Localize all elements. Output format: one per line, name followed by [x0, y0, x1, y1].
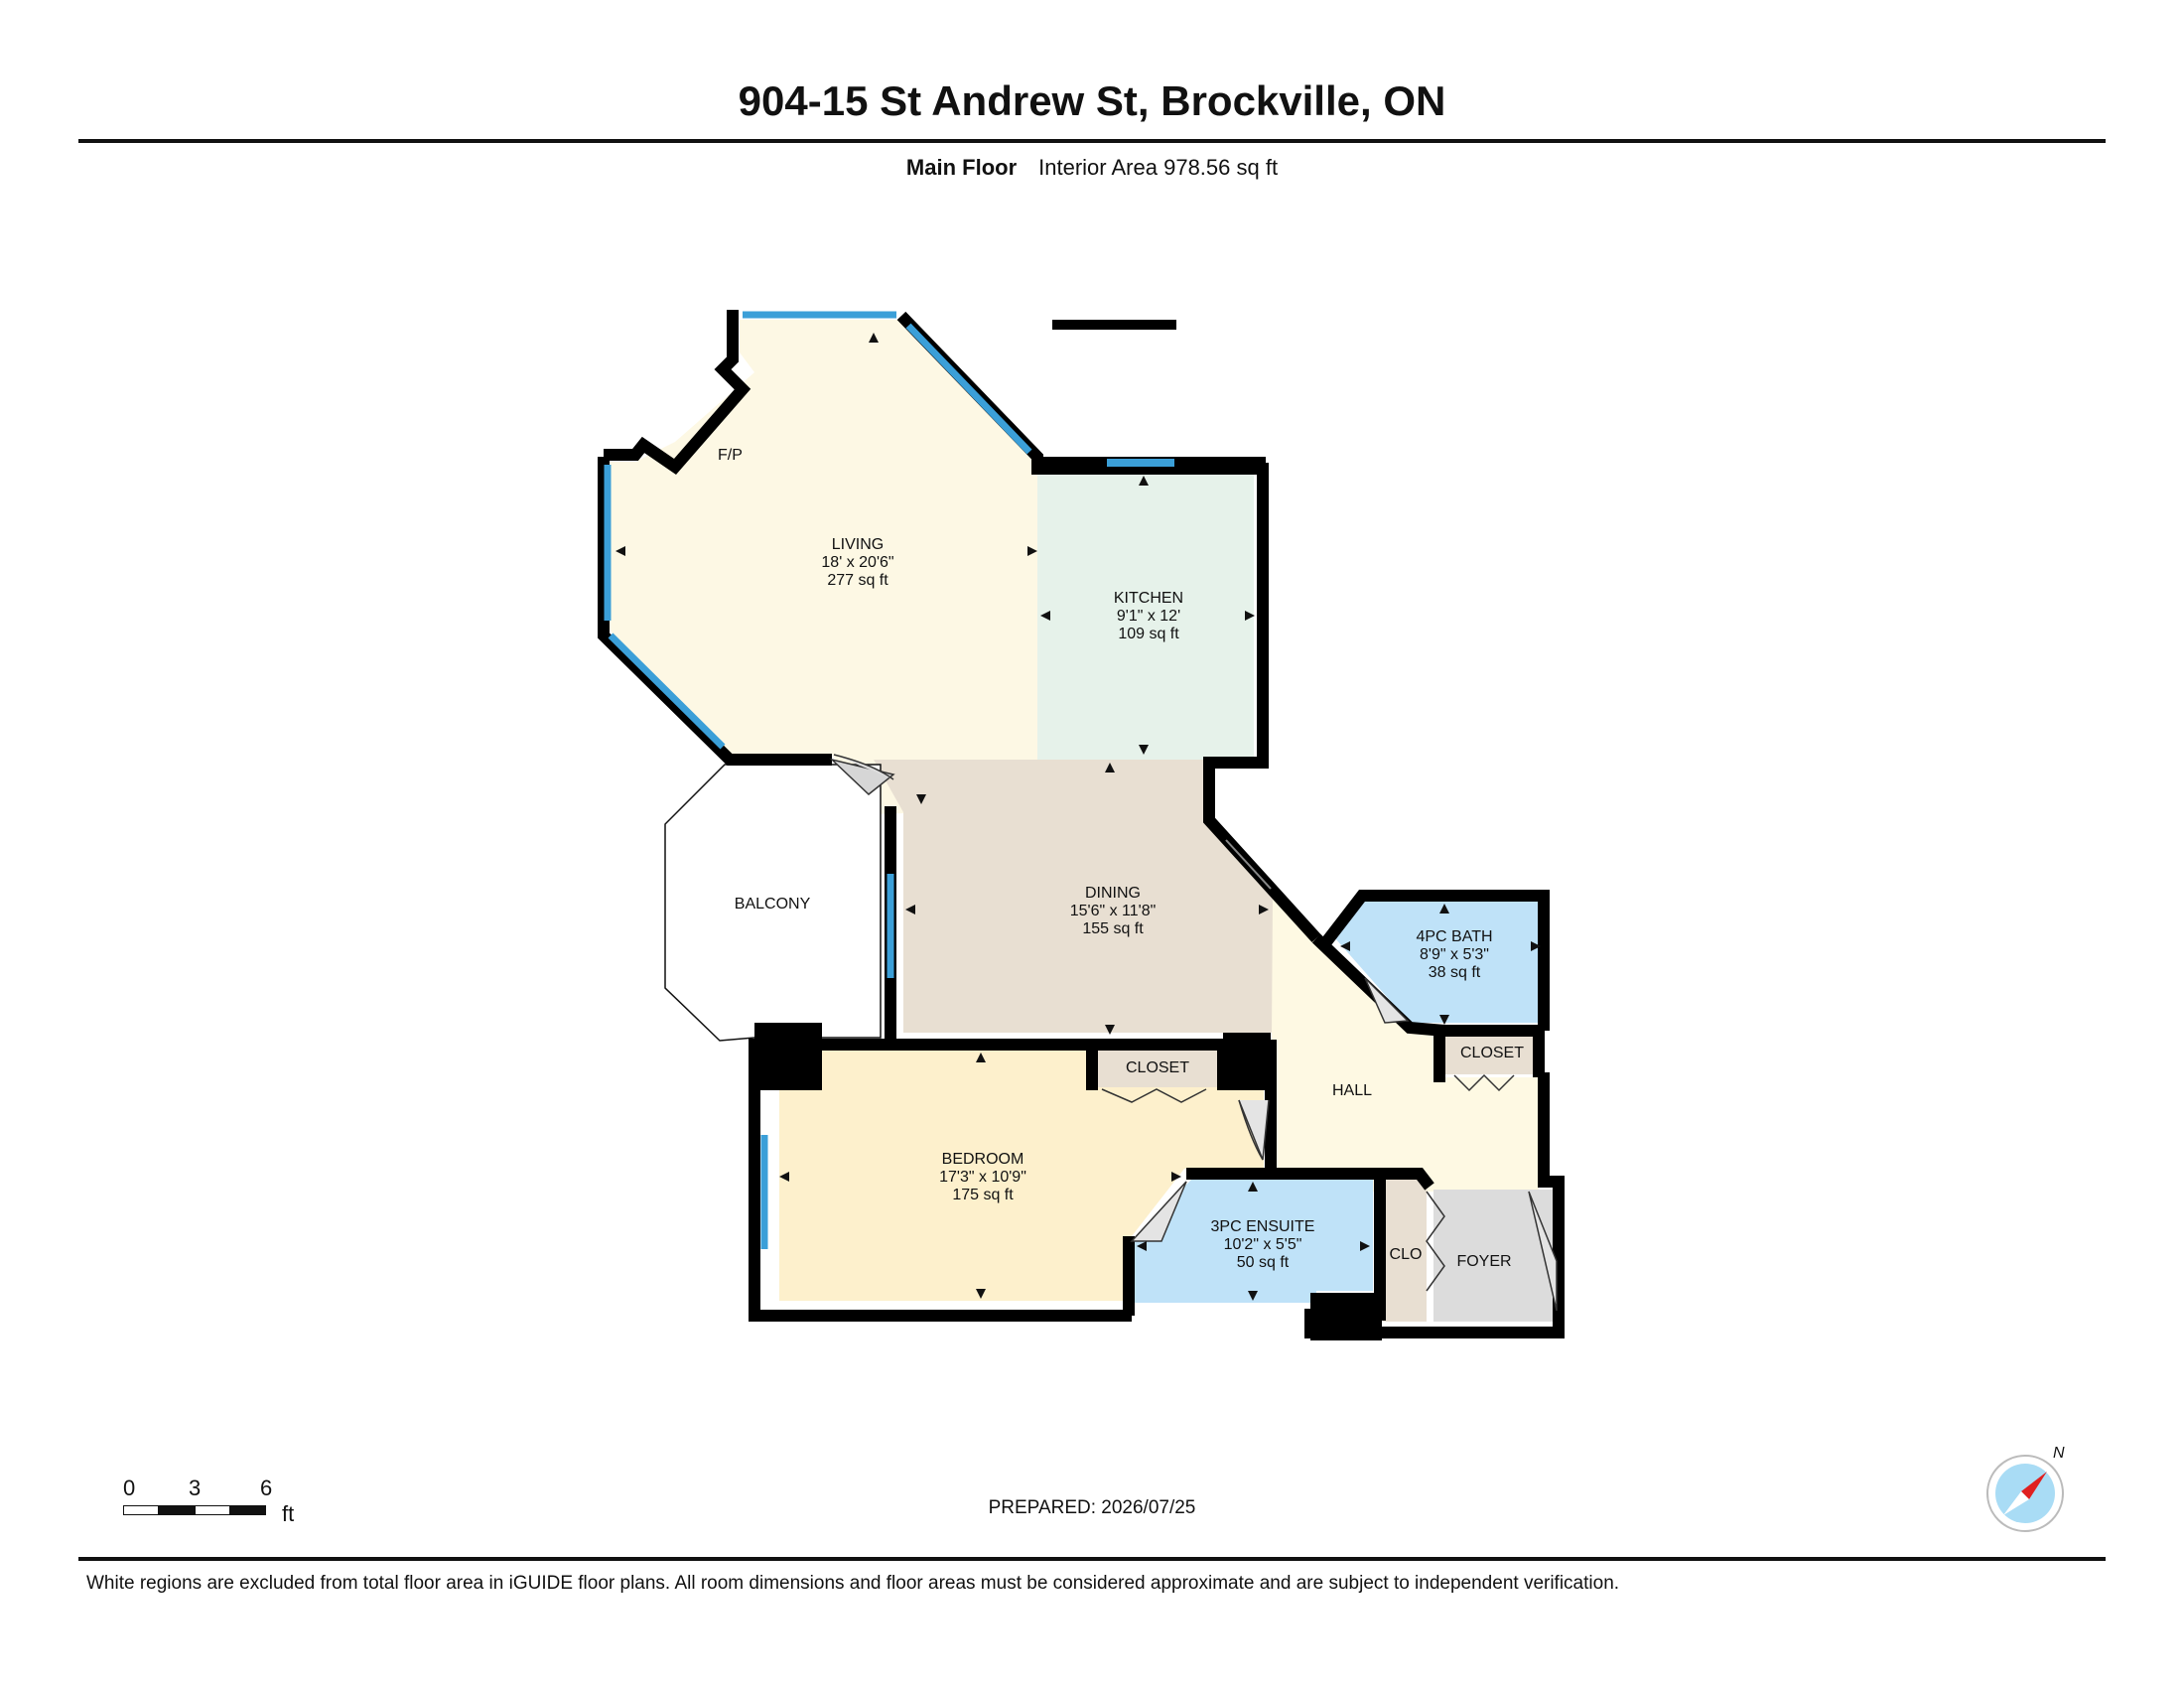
scale-seg-3: [195, 1505, 230, 1515]
scale-tick-6: 6: [260, 1476, 273, 1500]
bedroom-name: BEDROOM: [942, 1151, 1024, 1168]
bedroom-area: 175 sq ft: [952, 1187, 1014, 1203]
ensuite-name: 3PC ENSUITE: [1211, 1218, 1315, 1235]
floor-name: Main Floor: [905, 155, 1018, 180]
scale-tick-0: 0: [123, 1476, 136, 1500]
hall-name: HALL: [1332, 1082, 1372, 1099]
closet-hall-name: CLOSET: [1460, 1045, 1524, 1061]
windows: [604, 311, 1173, 1249]
doors: [829, 754, 1558, 1312]
ensuite-room: [1135, 1180, 1373, 1303]
dining-area: 155 sq ft: [1082, 920, 1144, 937]
clo-room: [1383, 1180, 1427, 1322]
clo-name: CLO: [1390, 1246, 1423, 1263]
dimension-arrows: [615, 333, 1541, 1301]
bath4-room: [1335, 894, 1539, 1023]
prepared-date: PREPARED: 2026/07/25: [988, 1497, 1196, 1518]
living-area: 277 sq ft: [827, 572, 888, 589]
ensuite-area: 50 sq ft: [1237, 1254, 1290, 1271]
dining-room: [874, 760, 1273, 1033]
fp-label: F/P: [718, 447, 743, 464]
scale-seg-4: [230, 1505, 266, 1515]
kitchen-name: KITCHEN: [1114, 590, 1183, 607]
kitchen-top-wall-left: [1032, 457, 1107, 471]
header-rule: [78, 139, 2106, 143]
dining-dims: 15'6" x 11'8": [1070, 903, 1157, 919]
compass-icon: N: [1986, 1445, 2065, 1532]
compass-north-label: N: [2053, 1445, 2065, 1462]
scale-seg-1: [123, 1505, 159, 1515]
closet-bedroom: [1095, 1050, 1219, 1087]
scale-seg-2: [159, 1505, 195, 1515]
hall-area: [1271, 899, 1539, 1192]
living-room: [608, 320, 1037, 814]
disclaimer: White regions are excluded from total fl…: [86, 1573, 1620, 1594]
page-title: 904-15 St Andrew St, Brockville, ON: [738, 77, 1446, 124]
living-name: LIVING: [832, 536, 884, 553]
bedroom-room: [779, 1045, 1264, 1301]
kitchen-area: 109 sq ft: [1118, 626, 1179, 642]
closet-hall: [1444, 1035, 1539, 1074]
wall-blocks: [754, 320, 1444, 1340]
balcony-name: BALCONY: [735, 896, 811, 913]
hall-glass-line: [1225, 839, 1272, 890]
balcony-outline: [664, 764, 882, 1042]
bath4-area: 38 sq ft: [1429, 964, 1481, 981]
footer-rule: [78, 1557, 2106, 1561]
bedroom-dims: 17'3" x 10'9": [939, 1169, 1026, 1186]
dining-name: DINING: [1085, 885, 1141, 902]
kitchen-dims: 9'1" x 12': [1117, 608, 1180, 625]
closet-bedroom-name: CLOSET: [1126, 1059, 1189, 1076]
ensuite-dims: 10'2" x 5'5": [1224, 1236, 1302, 1253]
subtitle: Main Floor Interior Area 978.56 sq ft: [0, 155, 2184, 181]
living-dims: 18' x 20'6": [821, 554, 893, 571]
foyer-name: FOYER: [1456, 1253, 1511, 1270]
bath4-dims: 8'9" x 5'3": [1420, 946, 1489, 963]
scale-bar: 0 3 6 ft: [123, 1476, 322, 1535]
scale-tick-3: 3: [189, 1476, 202, 1500]
interior-area: Interior Area 978.56 sq ft: [1038, 155, 1279, 180]
bath4-name: 4PC BATH: [1416, 928, 1492, 945]
kitchen-room: [1037, 472, 1254, 760]
scale-unit: ft: [282, 1501, 295, 1526]
kitchen-top-wall-right: [1174, 457, 1266, 471]
